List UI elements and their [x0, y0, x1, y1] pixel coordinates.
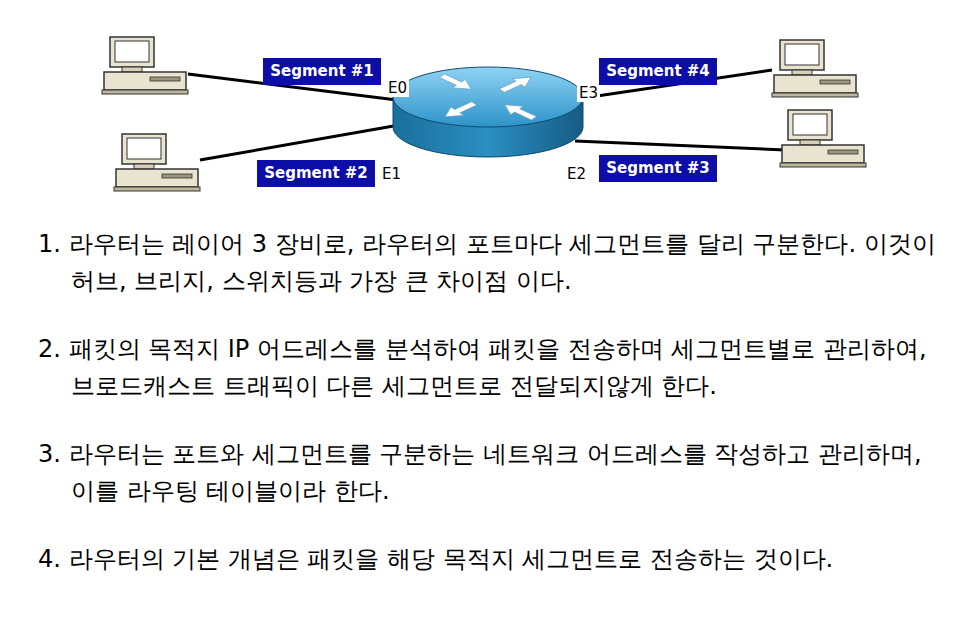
segment-label: Segment #2: [264, 164, 368, 182]
router-arrow: [498, 101, 540, 123]
router-arrow: [495, 73, 537, 95]
router-icon: [393, 67, 583, 157]
segment-box: Segment #3: [599, 155, 717, 182]
router-arrow: [436, 72, 478, 94]
segment-box: Segment #2: [257, 160, 375, 187]
segment-label: Segment #4: [606, 62, 710, 80]
port-label: E2: [565, 166, 588, 183]
note-paragraph: 3. 라우터는 포트와 세그먼트를 구분하는 네트워크 어드레스를 작성하고 관…: [38, 436, 950, 510]
note-paragraph: 4. 라우터의 기본 개념은 패킷을 해당 목적지 세그먼트로 전송하는 것이다…: [38, 541, 950, 578]
port-label: E3: [577, 85, 600, 102]
computer-icon: [114, 134, 200, 191]
router-top: [393, 67, 583, 127]
segment-box: Segment #1: [263, 58, 381, 85]
port-label: E0: [386, 80, 409, 97]
cable: [575, 141, 785, 150]
computer-icon: [772, 40, 858, 97]
note-paragraph: 2. 패킷의 목적지 IP 어드레스를 분석하여 패킷을 전송하며 세그먼트별로…: [38, 331, 950, 405]
router-arrow: [439, 99, 481, 121]
segment-label: Segment #3: [606, 159, 710, 177]
segment-label: Segment #1: [270, 62, 374, 80]
note-paragraph: 1. 라우터는 레이어 3 장비로, 라우터의 포트마다 세그먼트를 달리 구분…: [38, 226, 950, 300]
cable: [200, 124, 405, 160]
segment-box: Segment #4: [599, 58, 717, 85]
computer-icon: [102, 37, 188, 94]
computer-icon: [780, 110, 866, 167]
port-label: E1: [380, 166, 403, 183]
